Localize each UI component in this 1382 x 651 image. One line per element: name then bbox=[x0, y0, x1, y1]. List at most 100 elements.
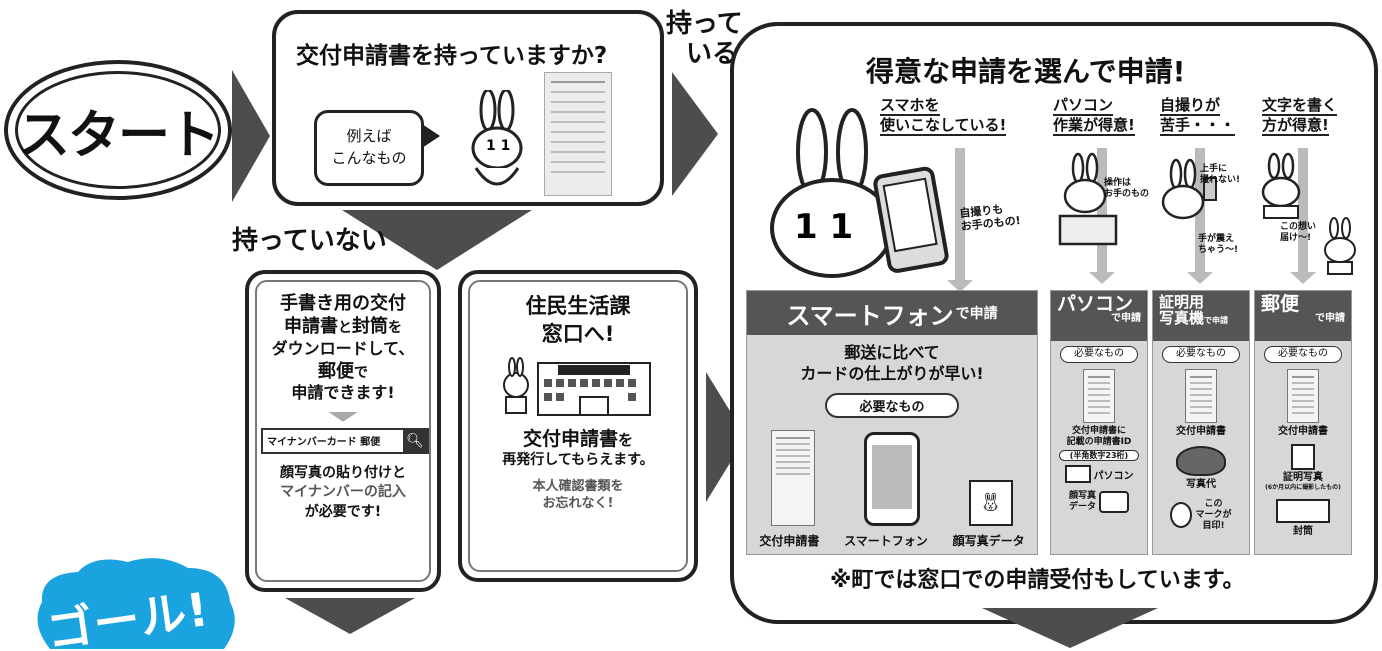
mail-item3: 封筒 bbox=[1293, 526, 1313, 538]
counter-title-line2: 窓口へ! bbox=[541, 322, 615, 347]
label-writing-good: 文字を書く 方が得意! bbox=[1262, 96, 1338, 136]
town-hall-building-icon bbox=[498, 355, 658, 417]
pc-form-icon bbox=[1083, 369, 1115, 423]
search-bar[interactable]: マイナンバーカード 郵便 🔍︎ bbox=[261, 427, 429, 454]
smartphone-device-icon bbox=[863, 431, 920, 526]
mascot-bunny-big-icon: 1 1 bbox=[770, 108, 949, 278]
counter-note-line2: お忘れなく! bbox=[542, 496, 614, 512]
booth-item1: 交付申請書 bbox=[1176, 426, 1226, 437]
pc-item1-line2: 記載の申請書ID bbox=[1066, 436, 1132, 447]
id-photo-icon bbox=[1291, 444, 1315, 470]
svg-text:1 1: 1 1 bbox=[794, 207, 853, 247]
bubble-shaky: 手が震え ちゃう〜! bbox=[1198, 234, 1239, 255]
search-text: マイナンバーカード 郵便 bbox=[267, 437, 381, 449]
branch-have-label: 持って いる bbox=[666, 9, 743, 70]
arrow-question-to-apply bbox=[672, 72, 718, 196]
booth-mark-text: このマークが目印! bbox=[1195, 499, 1232, 531]
label-pc-users: パソコン 作業が得意! bbox=[1053, 96, 1135, 136]
mascot-bunny-write-icon bbox=[1261, 152, 1301, 219]
envelope-icon bbox=[1276, 499, 1330, 524]
note-line3: が必要です! bbox=[304, 503, 382, 520]
form-doc-icon bbox=[771, 429, 816, 526]
booth-panel-header: 証明用 写真機で申請 bbox=[1153, 291, 1249, 341]
mail-needs-pill: 必要なもの bbox=[1264, 346, 1342, 363]
counter-box: 住民生活課 窓口へ! 交付申請書を 再発行してもらえます。 bbox=[458, 270, 698, 582]
booth-form-icon bbox=[1185, 369, 1217, 423]
bubble-good-at: 上手に 撮れない! bbox=[1200, 164, 1241, 185]
label-smartphone-users: スマホを 使いこなしている! bbox=[880, 96, 1007, 136]
label-selfie-poor: 自撮りが 苦手・・・ bbox=[1160, 96, 1236, 136]
smartphone-needs-pill: 必要なもの bbox=[825, 392, 959, 418]
goal-cloud-badge bbox=[37, 558, 235, 649]
reissue-line2: 再発行してもらえます。 bbox=[502, 452, 654, 469]
start-label: スタート bbox=[18, 105, 220, 166]
counter-note-line1: 本人確認書類を bbox=[532, 478, 624, 494]
example-speech-bubble: 例えば こんなもの bbox=[314, 110, 424, 186]
pointer-smartphone bbox=[955, 148, 965, 284]
start-inner-oval: スタート bbox=[15, 71, 221, 189]
mascot-bunny-mail-icon bbox=[1324, 217, 1356, 275]
face-photo-icon: 🐰︎ bbox=[968, 479, 1013, 526]
apply-footnote: ※町では窓口での申請受付もしています。 bbox=[830, 568, 1245, 593]
laptop-icon bbox=[1064, 465, 1091, 484]
bubble-pc: 操作は お手のもの bbox=[1104, 178, 1150, 199]
apply-title: 得意な申請を選んで申請! bbox=[866, 55, 1186, 88]
smartphone-panel-header: スマートフォンで申請 bbox=[747, 291, 1037, 335]
counter-title-line1: 住民生活課 bbox=[525, 294, 631, 318]
handwritten-line2: 申請書と封筒を bbox=[284, 316, 402, 338]
down-small-arrow bbox=[328, 411, 358, 422]
arrow-handwritten-down bbox=[285, 598, 415, 634]
camera-icon bbox=[1099, 491, 1129, 514]
pc-item1-line1: 交付申請書に bbox=[1071, 426, 1126, 436]
mail-panel-header: 郵便 で申請 bbox=[1255, 291, 1351, 341]
have-line1: 持って bbox=[666, 9, 743, 39]
smartphone-panel: スマートフォンで申請 郵送に比べて カードの仕上がりが早い! 必要なもの 🐰︎ … bbox=[746, 290, 1038, 555]
booth-panel: 証明用 写真機で申請 必要なもの 交付申請書 写真代 このマークが目印! bbox=[1152, 290, 1250, 555]
coin-purse-icon bbox=[1176, 446, 1226, 476]
mail-item2: 証明写真 bbox=[1283, 472, 1323, 483]
mail-panel: 郵便 で申請 必要なもの 交付申請書 証明写真 (6か月以内に撮影したもの) 封… bbox=[1254, 290, 1352, 555]
pointer-mail bbox=[1298, 148, 1308, 274]
handwritten-line1: 手書き用の交付 bbox=[280, 293, 406, 314]
need-item-form: 交付申請書 bbox=[759, 533, 820, 548]
need-item-phone: スマートフォン bbox=[844, 533, 928, 548]
note-line2: マイナンバーの記入 bbox=[280, 484, 406, 501]
pc-item2: パソコン bbox=[1093, 470, 1134, 482]
have-line2: いる bbox=[686, 38, 739, 69]
need-item-photo: 顔写真データ bbox=[952, 533, 1025, 548]
example-text-line2: こんなもの bbox=[331, 149, 407, 167]
pc-panel: パソコン で申請 必要なもの 交付申請書に 記載の申請書ID (半角数字23桁)… bbox=[1050, 290, 1148, 555]
pointer-pc bbox=[1097, 148, 1107, 274]
mail-form-icon bbox=[1287, 369, 1319, 423]
booth-needs-pill: 必要なもの bbox=[1162, 346, 1240, 363]
mascot-bunny-icon: 1 1 bbox=[471, 90, 523, 186]
handwritten-line4: 郵便で bbox=[318, 360, 368, 382]
handwritten-box: 手書き用の交付 申請書と封筒を ダウンロードして、 郵便で 申請できます! マイ… bbox=[245, 270, 441, 592]
pc-item3: 顔写真データ bbox=[1068, 491, 1096, 513]
mail-item2-note: (6か月以内に撮影したもの) bbox=[1265, 484, 1341, 491]
bubble-write: この想い 届け〜! bbox=[1280, 222, 1317, 243]
handwritten-line3: ダウンロードして、 bbox=[271, 338, 415, 358]
application-form-image bbox=[544, 72, 612, 196]
question-box: 交付申請書を持っていますか? 例えば こんなもの 1 1 bbox=[272, 10, 664, 206]
smartphone-speed-text: 郵送に比べて カードの仕上がりが早い! bbox=[800, 343, 984, 383]
mail-item1: 交付申請書 bbox=[1278, 426, 1328, 437]
reissue-line1: 交付申請書を bbox=[522, 427, 634, 450]
arrow-apply-down bbox=[982, 608, 1158, 648]
pc-needs-pill: 必要なもの bbox=[1060, 346, 1138, 363]
pc-item1-note: (半角数字23桁) bbox=[1059, 449, 1139, 462]
handwritten-note: 顔写真の貼り付けと マイナンバーの記入 が必要です! bbox=[261, 464, 425, 523]
mascot-bunny-pc-icon bbox=[1058, 152, 1118, 246]
booth-item2: 写真代 bbox=[1186, 479, 1216, 490]
svg-text:1 1: 1 1 bbox=[486, 138, 510, 154]
start-node: スタート bbox=[4, 60, 232, 200]
arrow-start-to-question bbox=[232, 70, 270, 202]
pc-panel-header: パソコン で申請 bbox=[1051, 291, 1147, 341]
handwritten-line5: 申請できます! bbox=[291, 382, 395, 402]
speech-bubble-tail bbox=[422, 124, 440, 148]
booth-mark-icon bbox=[1170, 502, 1193, 529]
example-text-line1: 例えば bbox=[346, 127, 392, 146]
search-icon[interactable]: 🔍︎ bbox=[403, 429, 427, 452]
note-line1: 顔写真の貼り付けと bbox=[280, 464, 406, 481]
branch-not-have-label: 持っていない bbox=[232, 226, 387, 256]
